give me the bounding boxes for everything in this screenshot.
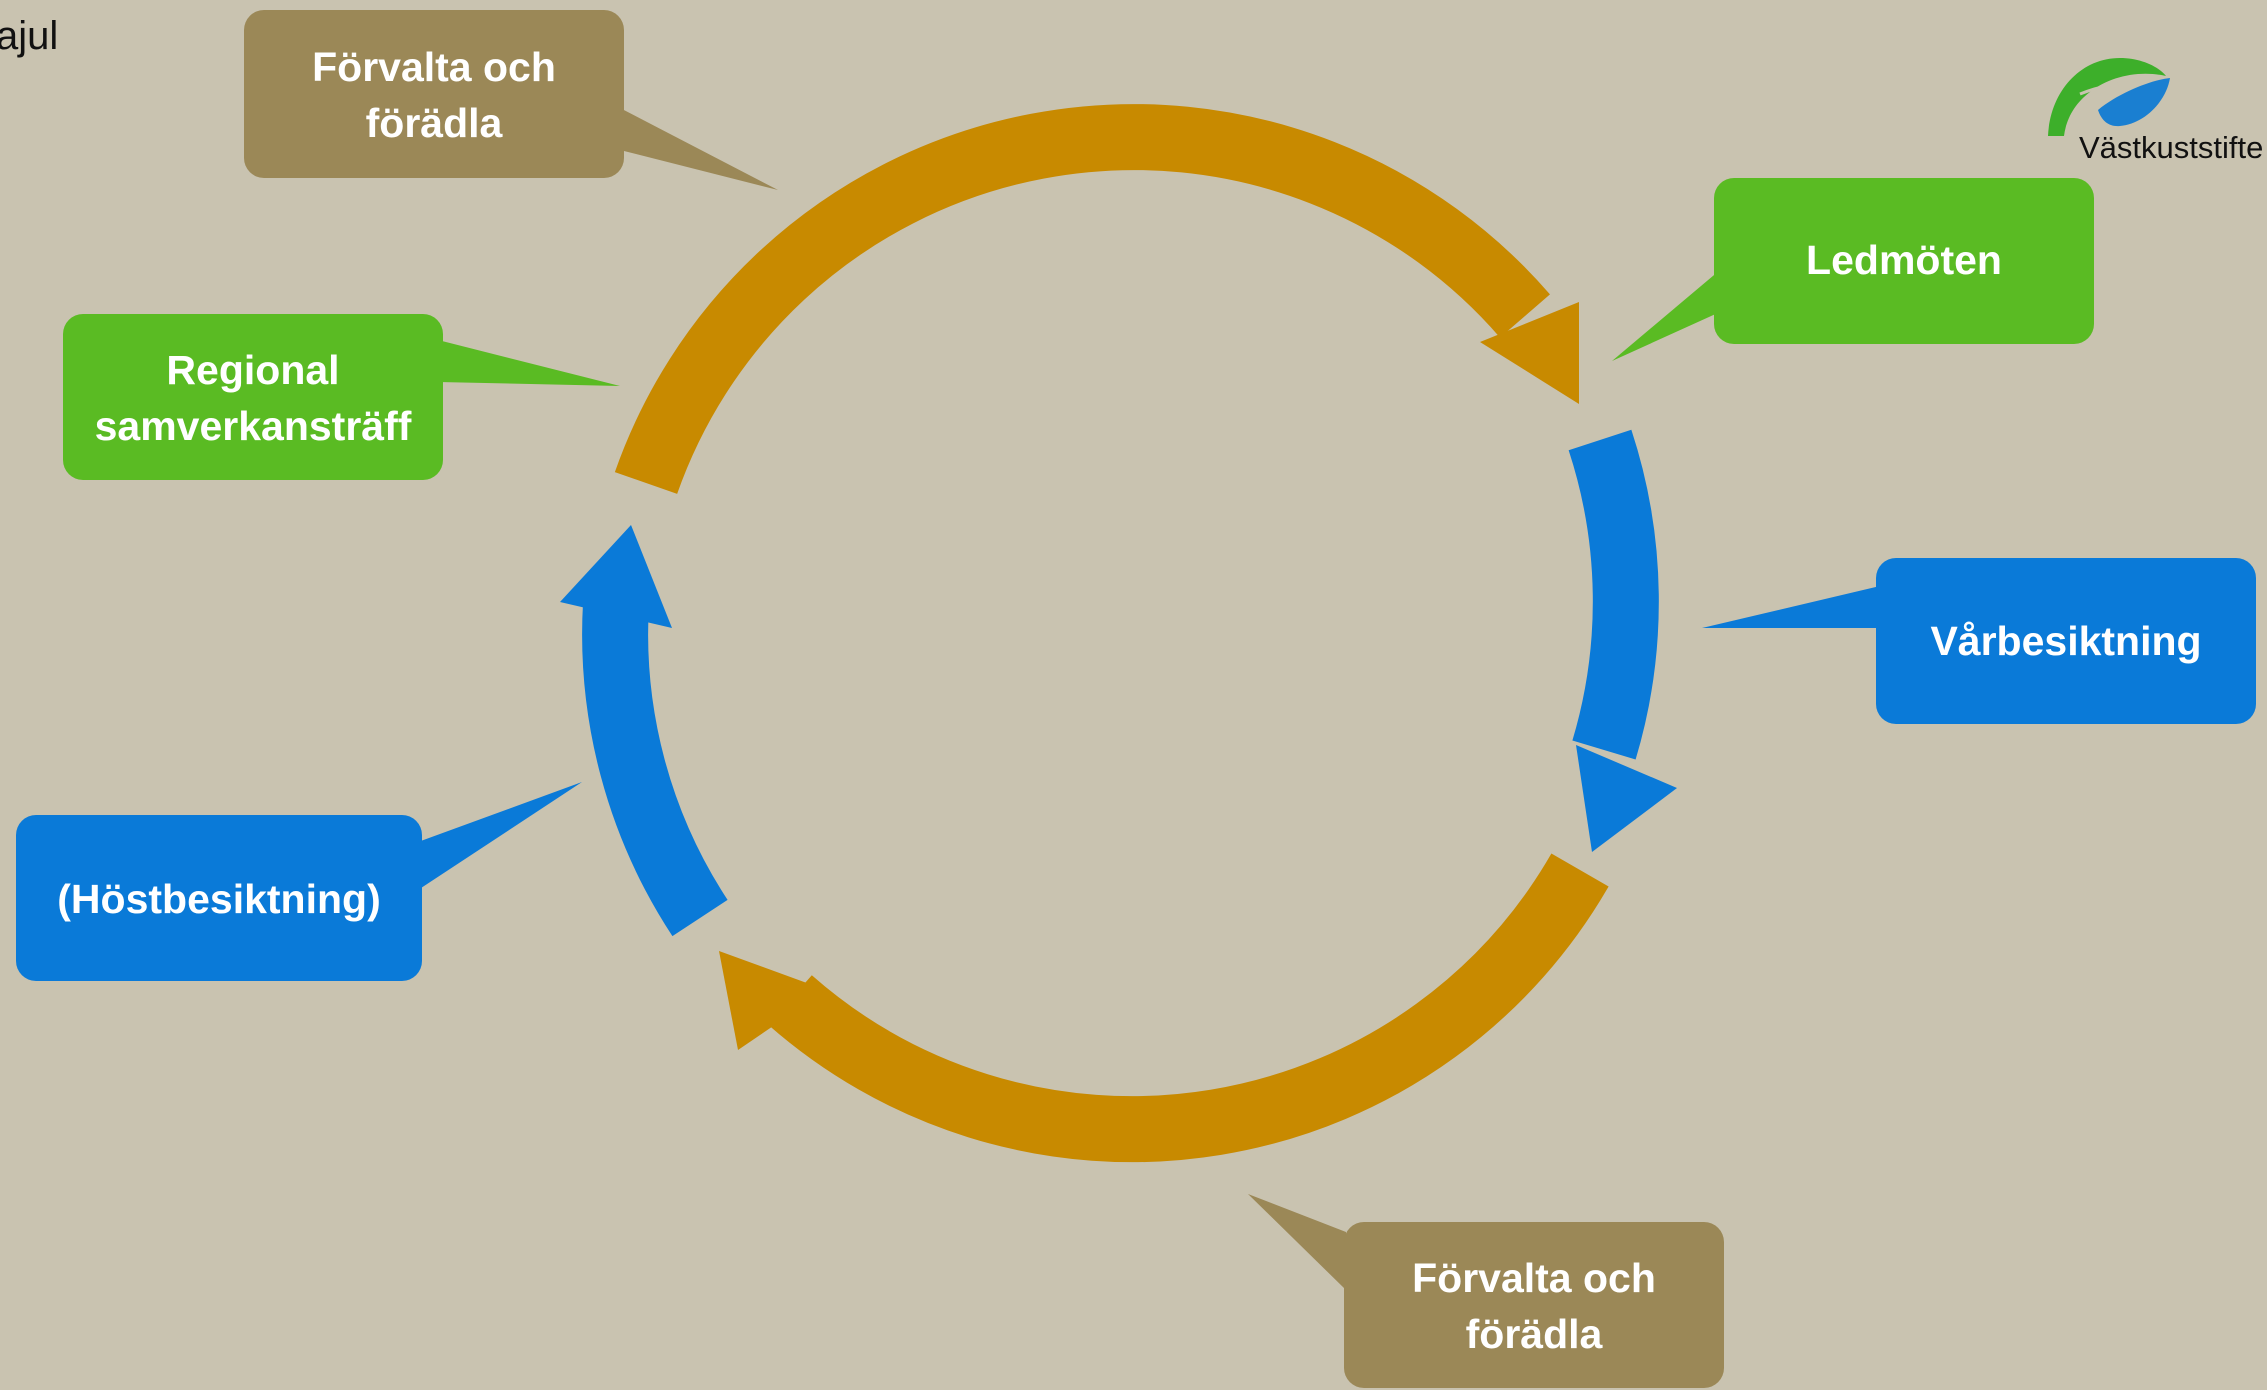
callout-forvalta-top-line2: förädla	[366, 100, 504, 146]
callout-hostbesiktning-label: (Höstbesiktning)	[57, 876, 380, 922]
arc-top-orange	[614, 104, 1579, 494]
callout-forvalta-bottom-line2: förädla	[1466, 1311, 1604, 1357]
arc-bottom-orange	[719, 853, 1609, 1163]
callout-forvalta-top: Förvalta och förädla	[244, 10, 778, 190]
arc-right-blue	[1568, 429, 1677, 852]
callout-varbesiktning: Vårbesiktning	[1702, 558, 2256, 724]
callout-forvalta-bottom: Förvalta och förädla	[1248, 1194, 1724, 1388]
callout-forvalta-bottom-line1: Förvalta och	[1412, 1255, 1656, 1301]
callout-forvalta-top-line1: Förvalta och	[312, 44, 556, 90]
vastkuststiftet-logo-icon	[2048, 58, 2170, 136]
callout-hostbesiktning: (Höstbesiktning)	[16, 782, 582, 981]
arrowhead-bottom-left	[719, 951, 826, 1050]
callout-regional-line2: samverkansträff	[95, 403, 412, 449]
arc-left-blue	[560, 525, 728, 937]
callout-ledmoten: Ledmöten	[1612, 178, 2094, 361]
arrowhead-left-up	[560, 525, 672, 628]
callout-regional-line1: Regional	[166, 347, 339, 393]
arrowhead-right	[1576, 745, 1677, 852]
callout-regional: Regional samverkansträff	[63, 314, 620, 480]
callout-ledmoten-label: Ledmöten	[1806, 237, 2002, 283]
callout-varbesiktning-label: Vårbesiktning	[1930, 618, 2201, 664]
logo-text: Västkuststifte	[2079, 130, 2264, 165]
page-title-fragment: ajul	[0, 14, 59, 58]
arrowhead-top-right	[1480, 302, 1579, 404]
